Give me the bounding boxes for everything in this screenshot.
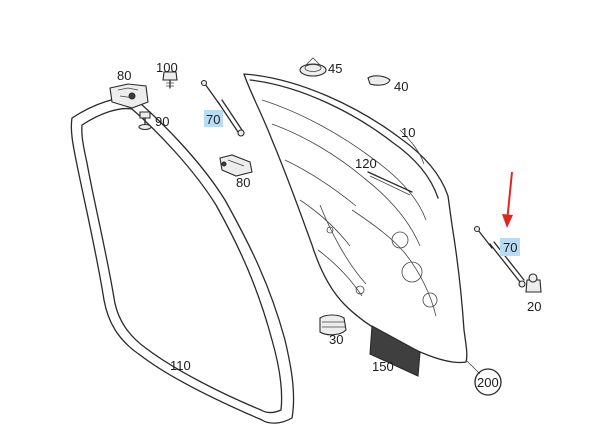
- gas-strut-70-right: [473, 225, 526, 288]
- highlight-70-right: [500, 238, 520, 256]
- plate-150: [369, 325, 421, 377]
- label-90: 90: [155, 114, 169, 129]
- bumper-45: [299, 57, 327, 77]
- leader-200: [465, 359, 502, 396]
- highlight-70-left: [204, 110, 223, 127]
- label-45: 45: [328, 61, 342, 76]
- screw-100: [162, 71, 178, 89]
- label-120: 120: [355, 156, 377, 171]
- label-80-mid: 80: [236, 175, 250, 190]
- label-70-right: 70: [503, 240, 517, 255]
- label-200: 200: [477, 375, 499, 390]
- label-20: 20: [527, 299, 541, 314]
- clip-40: [367, 75, 391, 86]
- label-100: 100: [156, 60, 178, 75]
- door-seal-110: [70, 97, 295, 424]
- gas-strut-70-left: [200, 79, 245, 137]
- red-arrow: [502, 171, 513, 228]
- bracket-80-top: [109, 83, 149, 109]
- label-70-left: 70: [206, 112, 220, 127]
- label-30: 30: [329, 332, 343, 347]
- ball-stud-20: [525, 273, 542, 293]
- rod-120: [367, 171, 413, 196]
- buffer-30: [319, 314, 347, 336]
- label-80-top: 80: [117, 68, 131, 83]
- label-40: 40: [394, 79, 408, 94]
- label-110: 110: [170, 358, 191, 373]
- bracket-80-mid: [219, 154, 253, 177]
- label-150: 150: [372, 359, 394, 374]
- tailgate-10: [243, 73, 468, 364]
- label-10: 10: [401, 125, 415, 140]
- bolt-90: [138, 111, 152, 131]
